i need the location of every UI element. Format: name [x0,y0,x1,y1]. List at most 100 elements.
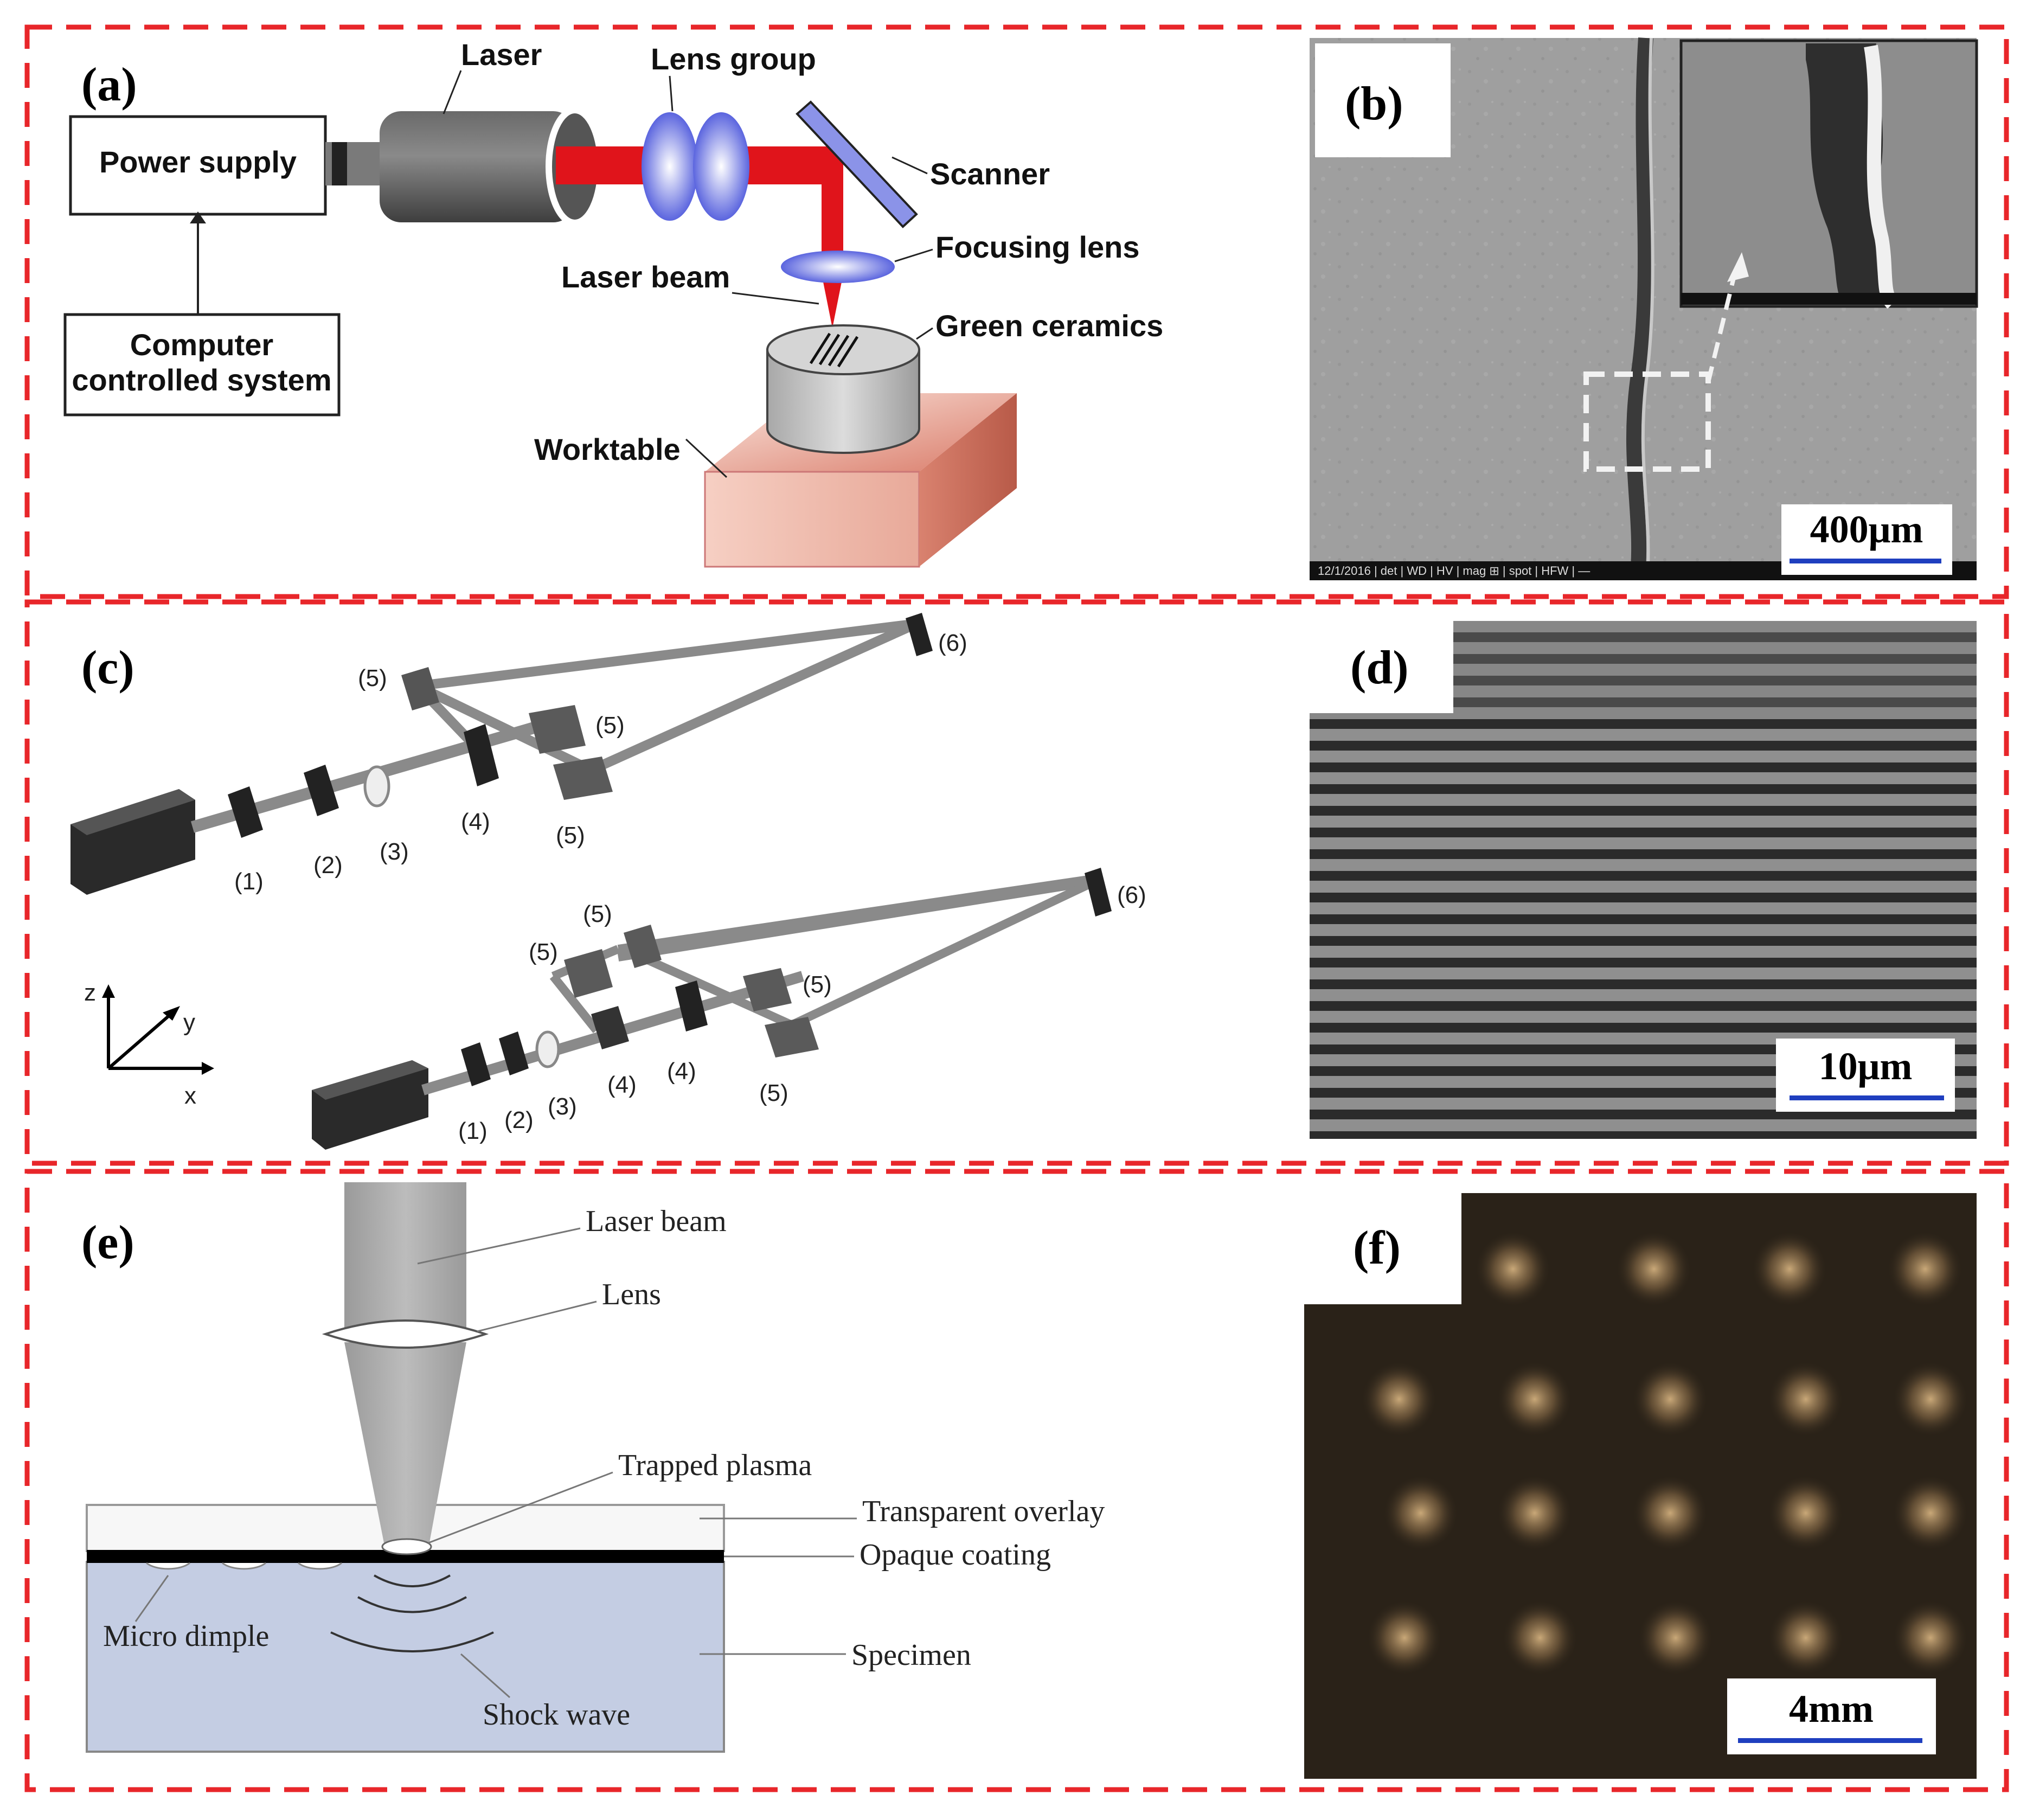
green-ceramics-leader [916,327,933,340]
axis-y-label: y [183,1009,195,1036]
specimen-label: Specimen [851,1638,971,1672]
green-ceramics-label: Green ceramics [935,309,1163,343]
scale-bar-d-label: 10μm [1819,1044,1913,1088]
optic-3-bottom [535,1030,560,1068]
label-3-bottom: (3) [548,1093,577,1120]
opaque-coating-label: Opaque coating [860,1538,1051,1572]
micro-dimple-2 [222,1562,266,1570]
scanner-label: Scanner [930,157,1050,191]
optic-5a-top [401,667,439,710]
frame-row1 [24,24,2009,599]
worktable-right [919,393,1017,567]
laser-beam-label: Laser beam [561,260,730,294]
frame-row2 [24,599,2009,1166]
beam-rod-branch-d [589,619,919,775]
sem-crack-edge [1641,37,1654,575]
optic-5d-bottom [765,1017,819,1058]
label-5c-top: (5) [556,822,585,849]
label-5c-bottom: (5) [803,971,832,998]
control-arrow-head [190,212,206,223]
shock-wave-label: Shock wave [483,1698,630,1732]
label-4b-bottom: (4) [667,1058,696,1085]
label-3-top: (3) [380,838,409,865]
label-5d-bottom: (5) [759,1080,788,1106]
beam-rod-b-6 [790,877,1098,1029]
panel-d: (d) 10μm [1310,621,1977,1139]
optic-5c-top [553,757,613,800]
laser-body [380,111,575,222]
sem-inset-arrowhead [1727,252,1749,282]
green-ceramic-body [766,349,920,454]
laser-connector-cap [332,142,347,185]
panel-f-tag: (f) [1353,1222,1401,1274]
optic-6-top [906,613,933,656]
micro-dimple-label: Micro dimple [103,1619,269,1653]
trapped-plasma-label: Trapped plasma [618,1449,812,1482]
specimen-block [86,1561,725,1753]
trapped-plasma [381,1538,432,1555]
optic-6-bottom [1085,868,1112,917]
label-2-bottom: (2) [504,1107,534,1133]
label-5b-top: (5) [595,712,625,739]
coordinate-axes [102,984,214,1075]
laser-beam-column [344,1182,466,1334]
lens-group-lens-2 [693,112,749,221]
panel-f: (f) 4mm [1304,1193,1977,1779]
optic-lens-e [322,1319,489,1349]
worktable-label: Worktable [534,432,681,466]
panel-f-tag-bg [1304,1193,1461,1304]
scanner-leader [892,156,928,175]
laser-beam-e-leader [417,1227,581,1265]
focusing-lens [781,251,895,283]
panel-c: (c) (1) (2) (3) (4) (5) (5) (5) (6) [70,613,1146,1150]
optic-4-top [464,724,499,786]
label-5a-bottom: (5) [529,939,558,965]
optic-5a-bottom [564,949,613,998]
worktable-leader [685,438,728,478]
worktable-front [704,471,920,568]
label-6-top: (6) [938,630,967,656]
panel-e-tag: (e) [81,1216,134,1269]
panel-b-tag: (b) [1345,78,1403,130]
scale-bar-d-line [1790,1095,1944,1100]
scale-bar-b-label: 400μm [1810,508,1923,551]
micro-dimple-1 [146,1562,190,1570]
trapped-plasma-leader [428,1471,613,1544]
optic-4a-bottom [591,1006,629,1049]
frame-row3 [24,1169,2009,1792]
panel-b-tag-bg [1315,43,1451,157]
laser-beam-focus [822,274,843,328]
computer-system-box [63,313,341,416]
lens-e-leader [477,1300,597,1332]
computer-label-line2: controlled system [72,363,331,397]
lens-group-label: Lens group [651,42,816,76]
power-supply-label: Power supply [99,145,297,179]
optic-4b-bottom [675,981,708,1031]
label-5a-top: (5) [358,665,387,691]
optical-setup-top: (1) (2) (3) (4) (5) (5) (5) (6) [70,613,967,895]
laser-beam-e-label: Laser beam [586,1204,727,1238]
micro-dimple-leader [134,1575,169,1622]
transparent-overlay-label: Transparent overlay [862,1495,1105,1528]
label-5b-bottom: (5) [583,901,612,927]
laser-leader [442,70,462,114]
axis-x-label: x [184,1082,196,1109]
beam-rod-branch-c [415,681,593,775]
axis-z-label: z [84,979,96,1006]
optic-3-top [363,765,390,808]
focusing-lens-leader [894,248,933,262]
shock-wave-1 [374,1574,451,1587]
scale-bar-f-label: 4mm [1789,1687,1874,1731]
label-1-bottom: (1) [458,1118,488,1144]
beam-rod-branch-b [416,619,918,691]
lens-group-lens-1 [642,112,698,221]
sem-inset-footer [1681,293,1977,305]
micro-dimple-3 [298,1562,342,1570]
label-6-bottom: (6) [1117,882,1146,908]
optical-setup-bottom: (1) (2) (3) (4) (4) (5) (5) (5) (5) (6) [312,868,1146,1150]
panel-a-tag: (a) [81,59,137,111]
ceramic-scribe-lines [809,332,859,368]
optic-1-bottom [461,1042,491,1086]
optic-5b-top [529,705,586,754]
